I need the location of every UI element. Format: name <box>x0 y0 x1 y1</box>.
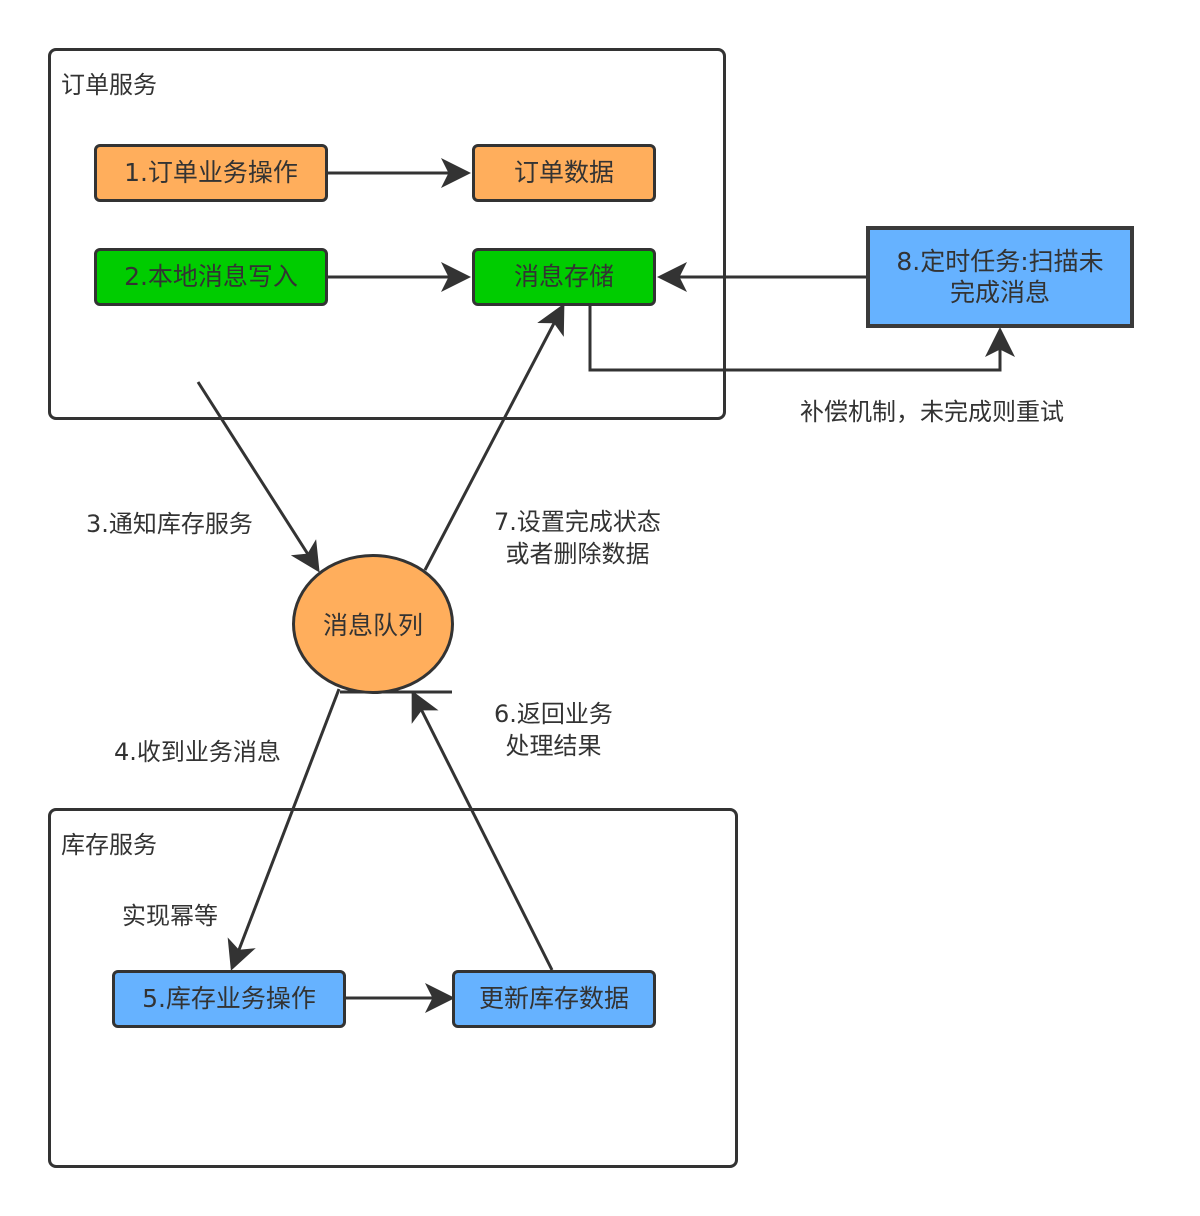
message-queue-label: 消息队列 <box>322 611 423 640</box>
set-status-label-line1: 7.设置完成状态 <box>494 508 661 536</box>
order-service-title: 订单服务 <box>61 71 157 99</box>
inventory-operation-label: 5.库存业务操作 <box>142 984 316 1014</box>
message-store-label: 消息存储 <box>513 262 614 292</box>
order-operation-node: 1.订单业务操作 <box>94 144 328 202</box>
return-result-label-line2: 处理结果 <box>505 732 602 761</box>
timer-task-label-line2: 完成消息 <box>949 278 1050 307</box>
order-service-container: 订单服务 <box>48 48 726 420</box>
message-store-node: 消息存储 <box>472 248 656 306</box>
notify-inventory-label: 3.通知库存服务 <box>86 510 253 538</box>
order-data-label: 订单数据 <box>513 158 614 188</box>
timer-task-node: 8.定时任务:扫描未 完成消息 <box>866 226 1134 328</box>
order-data-node: 订单数据 <box>472 144 656 202</box>
idempotent-label: 实现幂等 <box>122 902 218 930</box>
inventory-operation-node: 5.库存业务操作 <box>112 970 346 1028</box>
inventory-service-title: 库存服务 <box>61 831 157 859</box>
compensation-label: 补偿机制，未完成则重试 <box>800 398 1064 426</box>
set-status-label-line2: 或者删除数据 <box>505 540 650 569</box>
update-inventory-node: 更新库存数据 <box>452 970 656 1028</box>
set-status-label: 7.设置完成状态 或者删除数据 <box>494 506 661 571</box>
local-message-write-label: 2.本地消息写入 <box>124 262 298 292</box>
order-operation-label: 1.订单业务操作 <box>124 158 298 188</box>
message-queue-node: 消息队列 <box>292 554 454 694</box>
receive-message-label: 4.收到业务消息 <box>114 738 281 766</box>
timer-task-label-line1: 8.定时任务:扫描未 <box>896 246 1104 276</box>
return-result-label: 6.返回业务 处理结果 <box>494 698 613 763</box>
local-message-write-node: 2.本地消息写入 <box>94 248 328 306</box>
update-inventory-label: 更新库存数据 <box>478 984 629 1014</box>
return-result-label-line1: 6.返回业务 <box>494 700 613 728</box>
